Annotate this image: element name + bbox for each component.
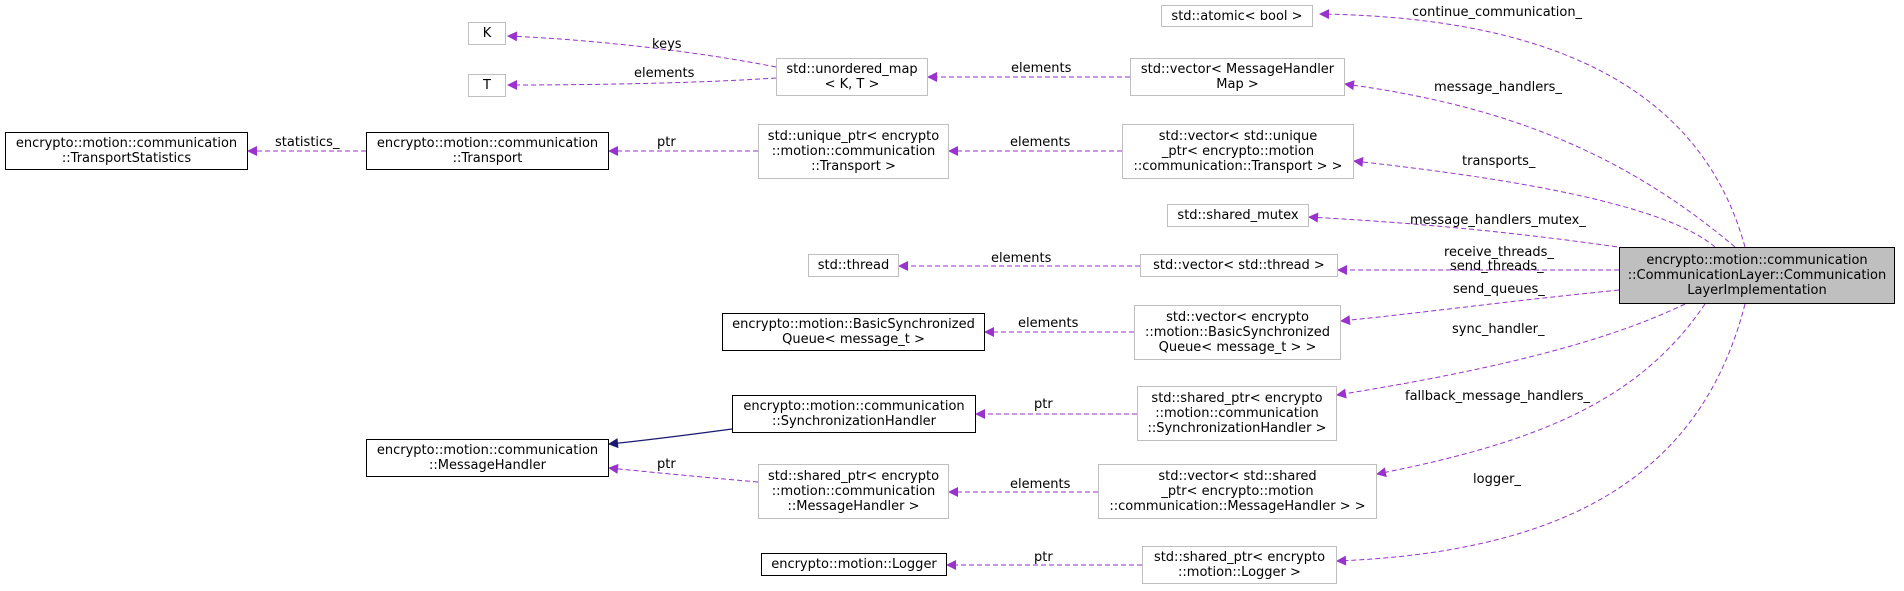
node-shared-ptr-message-handler[interactable]: std::shared_ptr< encrypto ::motion::comm… — [758, 464, 949, 519]
node-shared-mutex[interactable]: std::shared_mutex — [1167, 204, 1309, 227]
node-thread[interactable]: std::thread — [808, 254, 899, 277]
edge-inherit-message-handler — [608, 428, 733, 449]
edge-label-elements-vec-queue: elements — [1018, 316, 1079, 331]
edge-sync-handler — [1336, 303, 1686, 399]
edge-label-message-handlers: message_handlers_ — [1434, 80, 1562, 95]
node-vector-shared-ptr-message-handler[interactable]: std::vector< std::shared _ptr< encrypto:… — [1098, 464, 1377, 519]
node-transport[interactable]: encrypto::motion::communication ::Transp… — [366, 132, 609, 170]
edge-keys — [507, 31, 777, 68]
edge-label-sync-handler: sync_handler_ — [1452, 322, 1545, 337]
node-transport-statistics[interactable]: encrypto::motion::communication ::Transp… — [5, 132, 248, 170]
edge-label-ptr-msg-handler: ptr — [657, 457, 676, 472]
node-t[interactable]: T — [468, 74, 506, 97]
edge-label-elements-vec-thread: elements — [991, 251, 1052, 266]
node-vector-basic-synchronized-queue[interactable]: std::vector< encrypto ::motion::BasicSyn… — [1134, 305, 1341, 360]
edge-label-send-queues: send_queues_ — [1453, 282, 1545, 297]
node-k[interactable]: K — [468, 22, 506, 45]
node-basic-synchronized-queue[interactable]: encrypto::motion::BasicSynchronized Queu… — [722, 313, 985, 351]
node-logger[interactable]: encrypto::motion::Logger — [761, 553, 947, 576]
edge-label-keys: keys — [652, 37, 682, 52]
edge-message-handlers-mutex — [1308, 212, 1626, 249]
edge-label-elements-vec-unique: elements — [1010, 135, 1071, 150]
edge-label-elements-vec-shared-msg: elements — [1010, 477, 1071, 492]
edge-label-receive-threads: receive_threads_ — [1444, 245, 1554, 260]
node-communication-layer-implementation[interactable]: encrypto::motion::communication ::Commun… — [1619, 247, 1895, 304]
edge-continue-communication — [1319, 9, 1746, 248]
edge-label-ptr-sync-handler: ptr — [1034, 397, 1053, 412]
node-shared-ptr-logger[interactable]: std::shared_ptr< encrypto ::motion::Logg… — [1142, 546, 1337, 584]
edge-label-message-handlers-mutex: message_handlers_mutex_ — [1410, 213, 1586, 228]
edge-logger — [1336, 303, 1746, 566]
node-atomic-bool[interactable]: std::atomic< bool > — [1161, 5, 1313, 27]
edge-label-fallback-message-handlers: fallback_message_handlers_ — [1405, 389, 1591, 404]
edge-label-ptr-logger: ptr — [1034, 550, 1053, 565]
edge-label-statistics: statistics_ — [275, 135, 340, 150]
node-synchronization-handler[interactable]: encrypto::motion::communication ::Synchr… — [732, 395, 976, 433]
node-unique-ptr-transport[interactable]: std::unique_ptr< encrypto ::motion::comm… — [758, 124, 949, 179]
edge-fallback-message-handlers — [1376, 303, 1706, 478]
edge-ptr-msg-handler — [608, 463, 759, 483]
edge-label-transports: transports_ — [1462, 154, 1536, 169]
edge-message-handlers — [1344, 80, 1736, 248]
edge-label-logger: logger_ — [1473, 472, 1521, 487]
node-vector-thread[interactable]: std::vector< std::thread > — [1140, 254, 1338, 277]
edge-send-queues — [1340, 289, 1620, 326]
node-vector-unique-ptr-transport[interactable]: std::vector< std::unique _ptr< encrypto:… — [1122, 124, 1354, 179]
edge-transports — [1353, 157, 1716, 248]
edge-label-elements-map-t: elements — [634, 66, 695, 81]
edge-label-continue-communication: continue_communication_ — [1412, 5, 1583, 20]
edge-label-elements-vec-map: elements — [1011, 61, 1072, 76]
edge-label-ptr-transport: ptr — [657, 135, 676, 150]
edge-elements-map-t — [507, 77, 777, 90]
edge-label-send-threads: send_threads_ — [1450, 259, 1544, 274]
node-unordered-map[interactable]: std::unordered_map < K, T > — [776, 58, 928, 96]
node-vector-message-handler-map[interactable]: std::vector< MessageHandler Map > — [1130, 58, 1345, 96]
node-shared-ptr-synchronization-handler[interactable]: std::shared_ptr< encrypto ::motion::comm… — [1137, 386, 1337, 441]
node-message-handler[interactable]: encrypto::motion::communication ::Messag… — [366, 439, 609, 477]
